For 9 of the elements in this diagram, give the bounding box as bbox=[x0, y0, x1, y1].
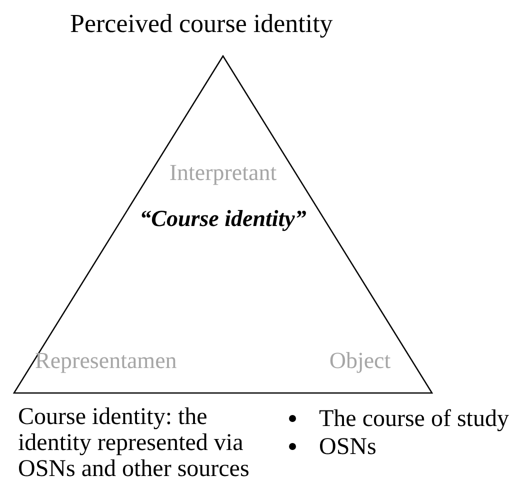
center-label: “Course identity” bbox=[140, 205, 306, 233]
vertex-label: Object bbox=[329, 347, 391, 375]
triangle-shape bbox=[13, 55, 433, 394]
vertex-label: Interpretant bbox=[169, 159, 277, 187]
bullet-item: OSNs bbox=[319, 433, 376, 461]
bullet-item: The course of study bbox=[319, 405, 509, 433]
title: Perceived course identity bbox=[70, 9, 333, 39]
description-text: Course identity: the identity represented via OSNs and other sources bbox=[18, 404, 250, 482]
vertex-label: Representamen bbox=[35, 347, 177, 375]
